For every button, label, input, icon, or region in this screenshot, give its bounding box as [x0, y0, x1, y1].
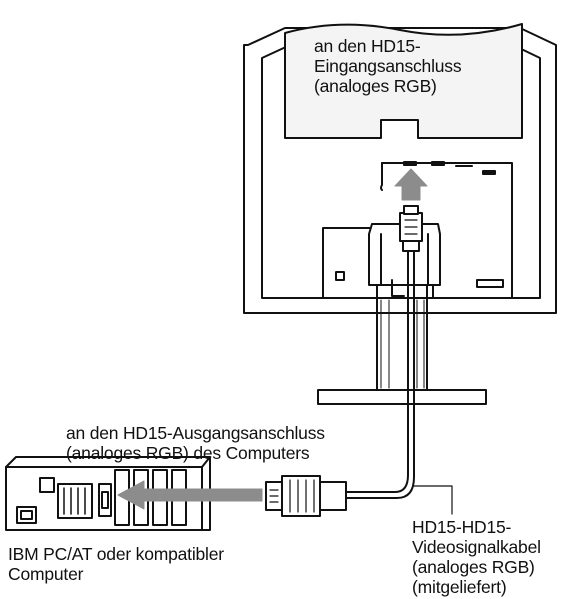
cable-label-line1: HD15-HD15-	[412, 517, 512, 537]
pc-vga-connector-icon	[265, 475, 347, 517]
output-connector-label-line1: an den HD15-Ausgangsanschluss	[66, 423, 325, 443]
monitor-vga-connector-icon	[399, 205, 423, 252]
monitor-rear-icon	[243, 23, 557, 405]
up-arrow-icon	[394, 168, 428, 201]
input-connector-label: an den HD15- Eingangsanschluss (analoges…	[314, 36, 462, 96]
cable-label-line2: Videosignalkabel	[412, 537, 541, 557]
cable-label-line3: (analoges RGB)	[412, 557, 535, 577]
computer-label-line2: Computer	[8, 564, 84, 584]
output-connector-label: an den HD15-Ausgangsanschluss (analoges …	[66, 423, 325, 463]
computer-label: IBM PC/AT oder kompatibler Computer	[8, 544, 224, 584]
left-arrow-icon	[117, 480, 263, 510]
output-connector-label-line2: (analoges RGB) des Computers	[66, 443, 310, 463]
input-connector-label-line3: (analoges RGB)	[314, 76, 437, 96]
cable-label-line4: (mitgeliefert)	[412, 577, 507, 597]
input-connector-label-line2: Eingangsanschluss	[314, 56, 462, 76]
cable-label: HD15-HD15- Videosignalkabel (analoges RG…	[412, 517, 541, 597]
input-connector-label-line1: an den HD15-	[314, 36, 421, 56]
video-cable	[345, 250, 453, 515]
computer-label-line1: IBM PC/AT oder kompatibler	[8, 544, 224, 564]
